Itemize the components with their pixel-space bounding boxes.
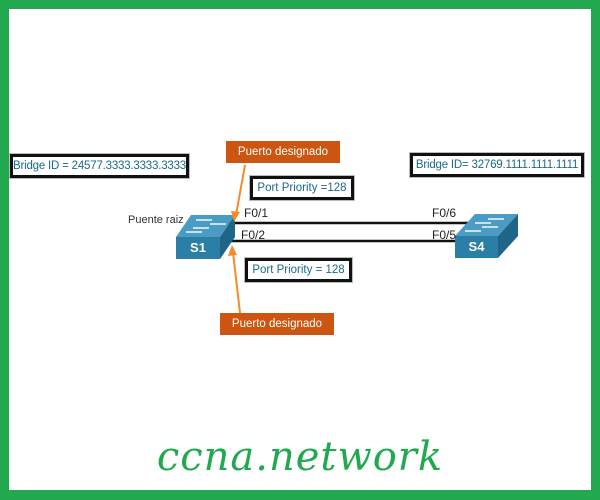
top-designated-port-tag: Puerto designado [226, 141, 340, 163]
site-logo: ccna.network [156, 434, 444, 480]
root-bridge-label: Puente raiz [128, 214, 184, 226]
port-label-s4-f06: F0/6 [432, 206, 457, 220]
port-label-s4-f05: F0/5 [432, 228, 457, 242]
port-label-s1-f01: F0/1 [244, 206, 269, 220]
bottom-designated-arrow [228, 245, 241, 314]
switch-s1-name: S1 [190, 240, 206, 255]
left-bridge-id-box: Bridge ID = 24577.3333.3333.3333 [10, 154, 189, 178]
right-bridge-id-box: Bridge ID= 32769.1111.1111.1111 [410, 153, 584, 177]
top-port-priority-box: Port Priority =128 [250, 176, 354, 200]
bottom-designated-port-tag: Puerto designado [220, 313, 334, 335]
top-designated-arrow [231, 164, 246, 222]
switch-s4-name: S4 [468, 239, 485, 254]
port-label-s1-f02: F0/2 [241, 228, 266, 242]
switch-s1-icon[interactable] [176, 215, 235, 259]
switch-s4-icon[interactable] [455, 214, 518, 258]
bottom-port-priority-box: Port Priority = 128 [245, 258, 352, 282]
